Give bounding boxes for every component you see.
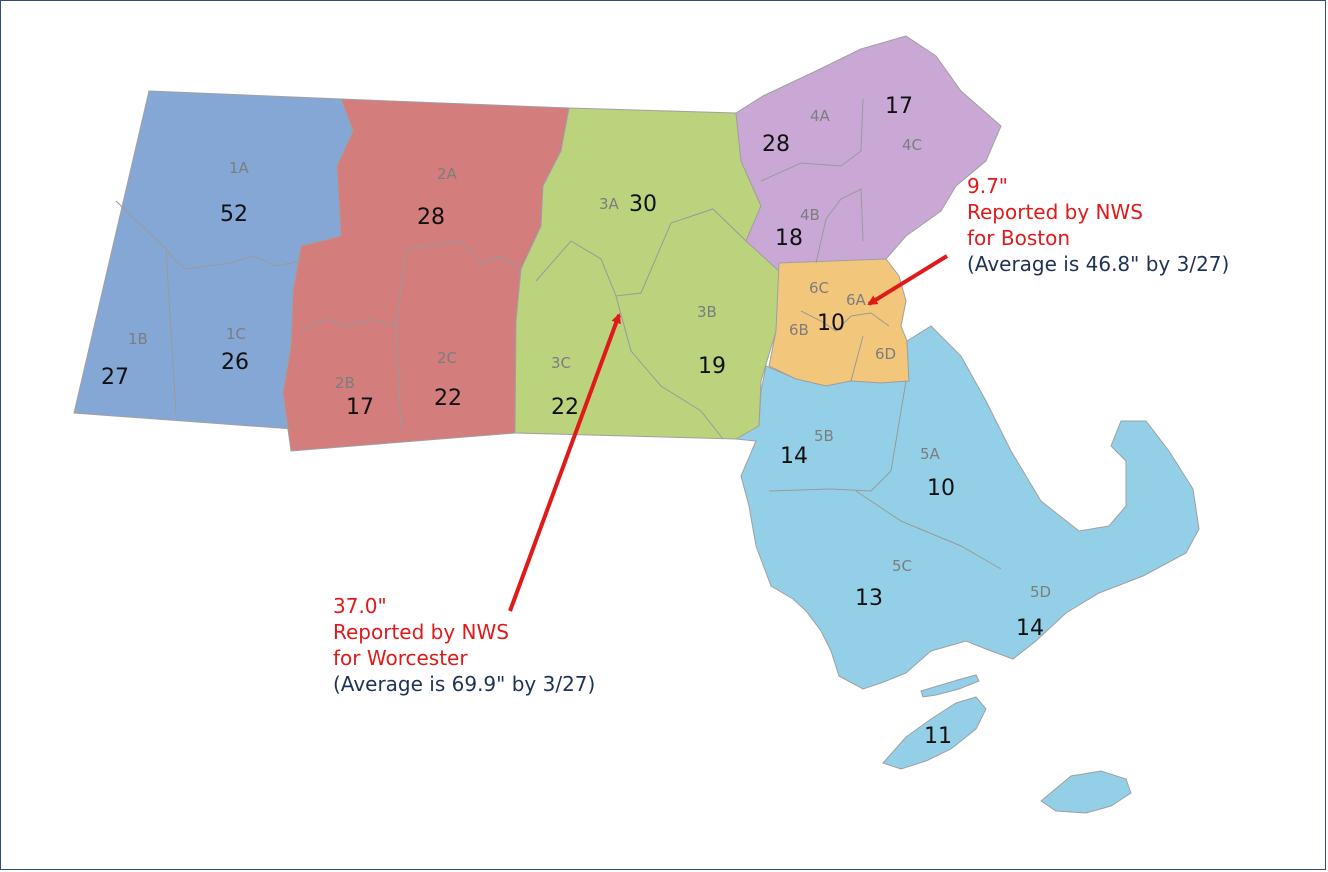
- boston-line2: for Boston: [967, 226, 1070, 250]
- zone-code-label: 6C: [809, 279, 829, 297]
- snowfall-value: 17: [885, 94, 913, 119]
- zone-code-label: 5C: [892, 557, 912, 575]
- zone-code-label: 5B: [814, 427, 834, 445]
- zone-code-label: 2A: [437, 165, 458, 183]
- snowfall-value: 22: [551, 395, 579, 420]
- island-marthas-vineyard: [882, 696, 987, 770]
- snowfall-value: 30: [629, 192, 657, 217]
- snowfall-value: 27: [101, 365, 129, 390]
- zone-code-label: 3C: [551, 354, 571, 372]
- snowfall-value: 11: [924, 724, 952, 749]
- zone-region-5: [734, 325, 1200, 690]
- zone-code-label: 5A: [920, 445, 941, 463]
- snowfall-value: 14: [1016, 616, 1044, 641]
- zone-code-label: 1A: [229, 159, 250, 177]
- worcester-line1: Reported by NWS: [333, 620, 509, 644]
- subzone-borders: [115, 98, 1002, 570]
- zone-code-label: 3B: [697, 303, 717, 321]
- snowfall-value: 28: [417, 205, 445, 230]
- snowfall-values: 52 27 26 28 17 22 30 19 22 28 18 17 10 1…: [101, 94, 1044, 749]
- snowfall-value: 13: [855, 586, 883, 611]
- snowfall-value: 14: [780, 444, 808, 469]
- zone-code-label: 6D: [875, 345, 896, 363]
- snowfall-value: 26: [221, 350, 249, 375]
- zone-code-label: 4B: [800, 206, 820, 224]
- zone-code-label: 3A: [599, 195, 620, 213]
- island-elizabeth: [920, 674, 980, 698]
- snowfall-value: 28: [762, 132, 790, 157]
- zone-code-label: 4C: [902, 136, 922, 154]
- boston-line1: Reported by NWS: [967, 200, 1143, 224]
- boston-annotation: 9.7" Reported by NWS for Boston (Average…: [967, 173, 1229, 277]
- zone-code-label: 6A: [846, 291, 867, 309]
- snowfall-value: 18: [775, 226, 803, 251]
- boston-arrow: [867, 254, 949, 306]
- zone-code-label: 4A: [810, 107, 831, 125]
- snowfall-value: 22: [434, 386, 462, 411]
- worcester-arrow: [508, 313, 621, 612]
- island-nantucket: [1040, 770, 1132, 814]
- zone-code-label: 2B: [335, 374, 355, 392]
- snowfall-value: 17: [346, 395, 374, 420]
- snowfall-value: 10: [817, 311, 845, 336]
- zone-code-label: 2C: [437, 349, 457, 367]
- snowfall-value: 10: [927, 476, 955, 501]
- worcester-annotation: 37.0" Reported by NWS for Worcester (Ave…: [333, 593, 595, 697]
- zone-code-label: 6B: [789, 321, 809, 339]
- boston-amount: 9.7": [967, 174, 1009, 198]
- worcester-amount: 37.0": [333, 594, 387, 618]
- zone-code-label: 5D: [1030, 583, 1051, 601]
- zone-code-label: 1C: [226, 325, 246, 343]
- snowfall-value: 52: [220, 202, 248, 227]
- zone-code-labels: 1A 1B 1C 2A 2B 2C 3A 3B 3C 4A 4B 4C 5A 5…: [128, 107, 1051, 601]
- worcester-line2: for Worcester: [333, 646, 468, 670]
- worcester-average: (Average is 69.9" by 3/27): [333, 672, 596, 696]
- boston-average: (Average is 46.8" by 3/27): [967, 252, 1230, 276]
- zone-code-label: 1B: [128, 330, 148, 348]
- snowfall-value: 19: [698, 354, 726, 379]
